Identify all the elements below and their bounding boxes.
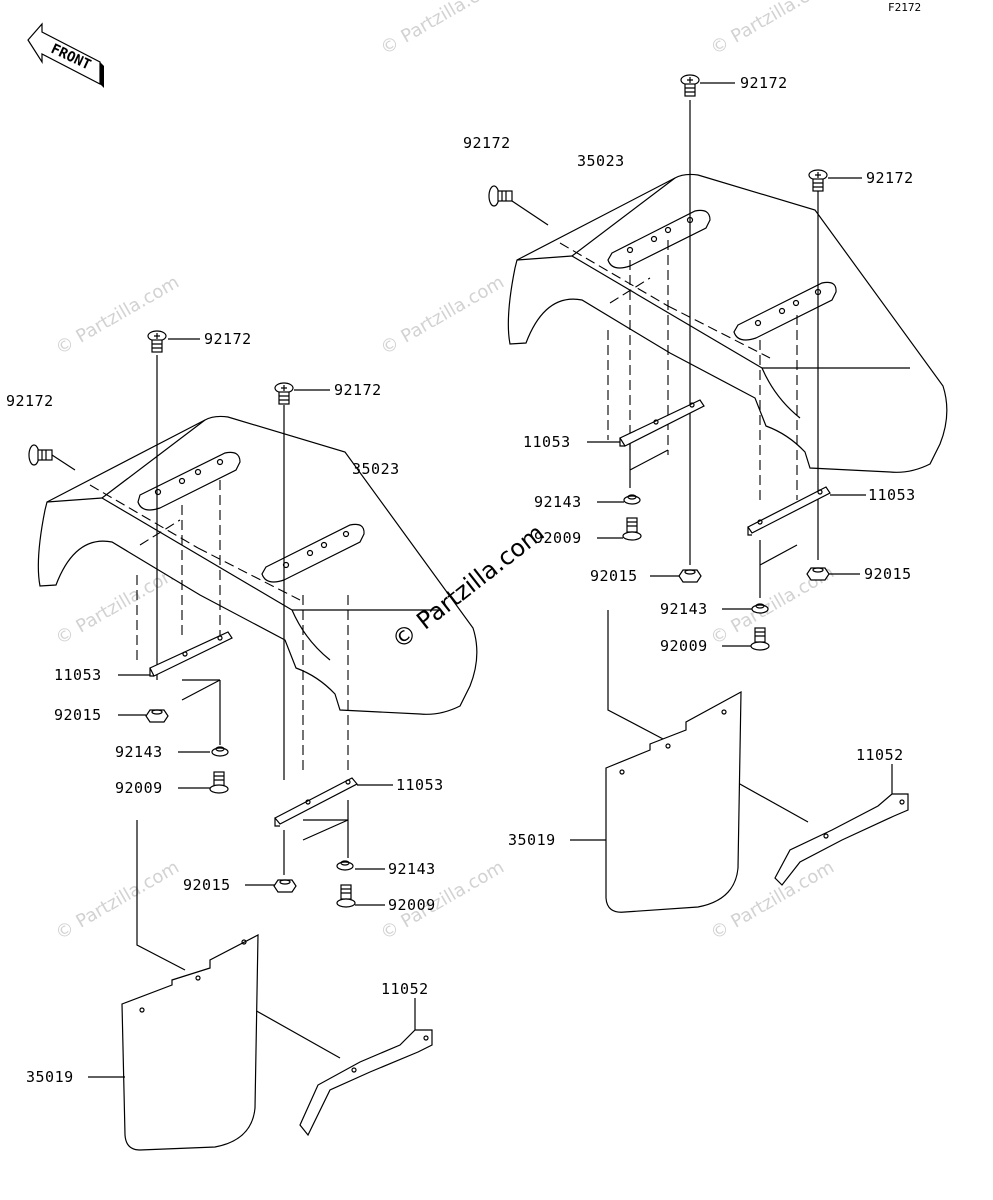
mud-flap-icon	[121, 934, 259, 1151]
collar-icon	[211, 746, 229, 757]
part-label-bolt: 92172	[463, 134, 511, 152]
nut-icon	[145, 709, 169, 723]
bolt-icon	[680, 74, 700, 97]
nut-icon	[678, 569, 702, 583]
part-label-collar: 92143	[534, 493, 582, 511]
part-label-nut: 92015	[864, 565, 912, 583]
watermark: © Partzilla.com	[377, 0, 508, 59]
mud-flap-icon	[605, 690, 742, 913]
part-label-bracket: 11053	[54, 666, 102, 684]
bolt-icon	[147, 330, 167, 353]
part-label-nut: 92015	[590, 567, 638, 585]
part-label-collar: 92143	[388, 860, 436, 878]
screw-icon	[750, 627, 770, 651]
part-label-bolt: 92172	[334, 381, 382, 399]
part-label-mud-flap: 35019	[26, 1068, 74, 1086]
part-label-mud-flap: 35019	[508, 831, 556, 849]
bolt-icon	[274, 382, 294, 405]
part-label-bracket: 11053	[523, 433, 571, 451]
part-label-screw: 92009	[534, 529, 582, 547]
bracket-icon	[149, 631, 233, 677]
part-label-collar: 92143	[660, 600, 708, 618]
screw-icon	[336, 884, 356, 908]
part-label-bolt: 92172	[866, 169, 914, 187]
nut-icon	[806, 567, 830, 581]
bracket-icon	[747, 486, 831, 536]
watermark: © Partzilla.com	[52, 857, 183, 945]
watermark: © Partzilla.com	[52, 562, 183, 650]
part-label-bolt: 92172	[6, 392, 54, 410]
part-label-bracket: 11053	[396, 776, 444, 794]
collar-icon	[623, 494, 641, 505]
bolt-icon	[28, 444, 76, 471]
left-fender-assembly: 92172 92172 92172 35023 11053 92015 9214…	[6, 330, 478, 1151]
part-label-screw: 92009	[115, 779, 163, 797]
watermark: © Partzilla.com	[52, 272, 183, 360]
right-fender-assembly: 92172 92172 92172 35023 11053 92143 9200…	[463, 74, 948, 913]
part-label-screw: 92009	[660, 637, 708, 655]
flap-stay-icon	[299, 1029, 433, 1137]
flap-stay-icon	[774, 793, 909, 886]
front-arrow-icon: FRONT	[27, 22, 104, 88]
screw-icon	[209, 771, 229, 794]
nut-icon	[273, 879, 297, 893]
right-fender	[507, 173, 948, 473]
collar-icon	[336, 860, 354, 871]
part-label-bolt: 92172	[204, 330, 252, 348]
part-label-fender: 35023	[352, 460, 400, 478]
bolt-icon	[488, 185, 549, 226]
part-label-bracket: 11053	[868, 486, 916, 504]
part-label-flap-stay: 11052	[856, 746, 904, 764]
part-label-nut: 92015	[54, 706, 102, 724]
part-label-nut: 92015	[183, 876, 231, 894]
bracket-icon	[274, 777, 358, 827]
left-fender	[37, 415, 478, 715]
bolt-icon	[808, 169, 828, 192]
screw-icon	[622, 517, 642, 541]
part-label-screw: 92009	[388, 896, 436, 914]
diagram-code: F2172	[888, 1, 921, 14]
part-label-collar: 92143	[115, 743, 163, 761]
part-label-flap-stay: 11052	[381, 980, 429, 998]
bracket-icon	[619, 399, 705, 447]
part-label-fender: 35023	[577, 152, 625, 170]
watermark: © Partzilla.com	[707, 0, 838, 59]
watermark: © Partzilla.com	[377, 272, 508, 360]
part-label-bolt: 92172	[740, 74, 788, 92]
